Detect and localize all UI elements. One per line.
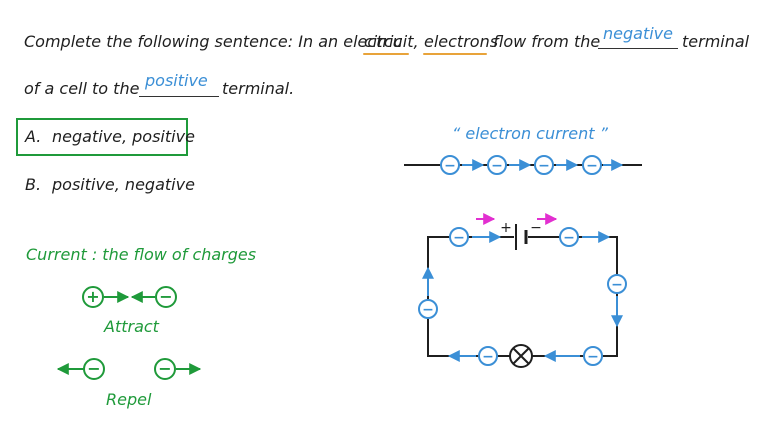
electron <box>487 155 507 175</box>
electron-current-label: “ electron current ” <box>452 124 608 143</box>
attract-label: Attract <box>104 317 159 336</box>
electron <box>582 155 602 175</box>
answer-blank-1 <box>598 48 678 49</box>
svg-text:−: − <box>444 158 456 174</box>
question-line1-suffix: terminal <box>682 32 750 51</box>
electrons-underline <box>423 53 487 55</box>
option-a-letter[interactable]: A. <box>25 127 42 146</box>
repel-negative-left-sign: − <box>87 359 100 378</box>
notes-heading: Current : the flow of charges <box>26 245 257 264</box>
svg-text:−: − <box>611 277 623 293</box>
electron <box>607 274 627 294</box>
electron <box>418 299 438 319</box>
electron <box>559 227 579 247</box>
svg-text:−: − <box>422 302 434 318</box>
circuit-wire-left <box>427 236 514 357</box>
repel-negative-right <box>154 358 176 380</box>
repel-label: Repel <box>106 390 152 409</box>
word-circuit: circuit, <box>364 32 419 51</box>
option-a-text[interactable]: negative, positive <box>52 127 195 146</box>
question-line2-suffix: terminal. <box>222 79 295 98</box>
positive-charge <box>82 286 104 308</box>
svg-text:−: − <box>586 158 598 174</box>
svg-text:−: − <box>563 230 575 246</box>
negative-charge <box>155 286 177 308</box>
svg-text:−: − <box>538 158 550 174</box>
question-line1-prefix: Complete the following sentence: In an e… <box>24 32 403 51</box>
circuit-underline <box>363 53 409 55</box>
negative-charge-sign: − <box>159 287 172 306</box>
cell-negative-sign: − <box>530 220 542 236</box>
attract-diagram: + − <box>82 286 177 308</box>
electron <box>440 155 460 175</box>
answer-blank-2 <box>139 96 219 97</box>
repel-negative-right-sign: − <box>158 359 171 378</box>
positive-charge-sign: + <box>86 287 99 306</box>
svg-text:−: − <box>482 349 494 365</box>
electron <box>583 346 603 366</box>
svg-text:−: − <box>587 349 599 365</box>
repel-negative-left <box>83 358 105 380</box>
option-b-text[interactable]: positive, negative <box>52 175 195 194</box>
answer-blank-1-text: negative <box>603 24 673 43</box>
answer-blank-2-text: positive <box>145 71 208 90</box>
svg-text:−: − <box>491 158 503 174</box>
electron-current-diagram: − − − − <box>404 155 642 175</box>
option-a-selected-box[interactable] <box>16 118 188 156</box>
repel-diagram: − − <box>56 358 202 380</box>
svg-text:−: − <box>453 230 465 246</box>
question-line2-prefix: of a cell to the <box>24 79 140 98</box>
circuit-diagram: + − − − − − − − <box>418 213 627 368</box>
electron <box>449 227 469 247</box>
question-line1-mid: flow from the <box>493 32 601 51</box>
word-electrons: electrons <box>424 32 499 51</box>
option-b-letter[interactable]: B. <box>25 175 42 194</box>
electron <box>478 346 498 366</box>
circuit-wire-right <box>528 236 618 357</box>
electron <box>534 155 554 175</box>
cell-positive-sign: + <box>500 220 512 236</box>
